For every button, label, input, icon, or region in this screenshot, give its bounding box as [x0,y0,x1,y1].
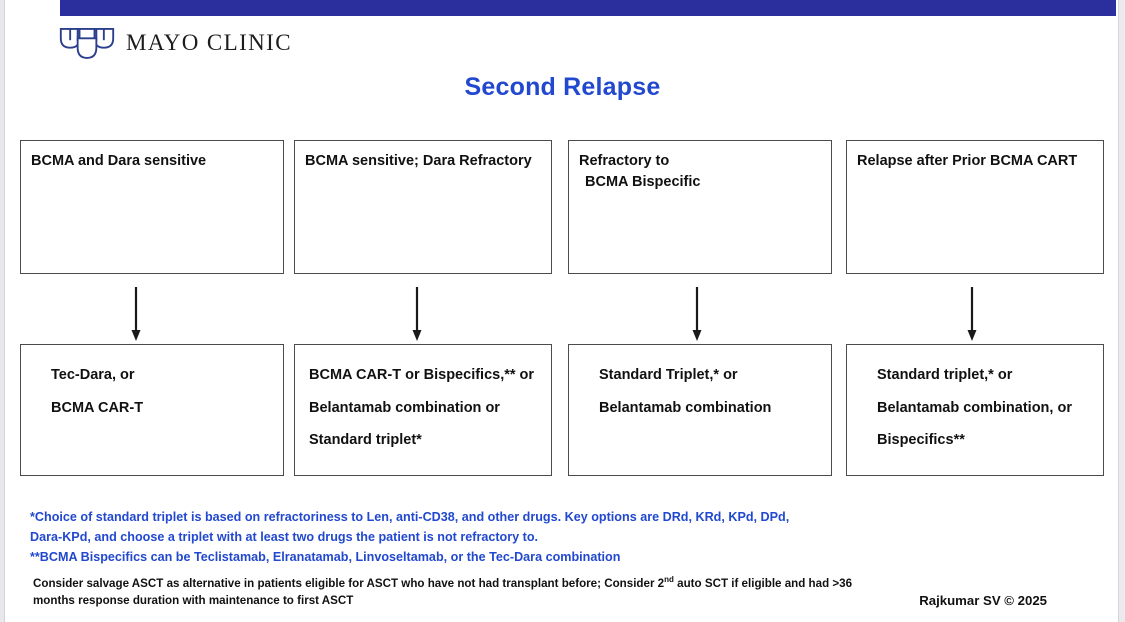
footnote-line: *Choice of standard triplet is based on … [30,510,790,524]
bottom-note-part2: auto SCT if eligible and had >36 months … [33,576,853,607]
box-line: BCMA CAR-T [51,399,144,416]
page-title: Second Relapse [464,73,661,101]
box-line: Bispecifics** [877,432,965,449]
header-band [60,0,1116,16]
box-line: Belantamab combination, or [877,399,1072,416]
treatment-box-standard-triplet-or-belantamab: Standard Triplet,* or Belantamab combina… [568,344,832,476]
box-line: Tec-Dara, or [51,367,135,383]
box-line: Belantamab combination or [309,399,500,416]
arrow-column-1 [131,287,141,341]
bottom-note-part1: Consider salvage ASCT as alternative in … [33,576,665,590]
box-line: Belantamab combination [599,399,772,416]
category-box-bcma-sensitive-dara-refractory: BCMA sensitive; Dara Refractory [294,140,552,274]
category-box-relapse-after-prior-bcma-cart: Relapse after Prior BCMA CART [846,140,1104,274]
footnote-line: Dara-KPd, and choose a triplet with at l… [30,529,539,544]
box-line: Relapse after Prior BCMA CART [857,153,1078,169]
mayo-shield-icon [59,28,115,59]
box-line: Refractory to [579,153,670,169]
page-edge-left [0,0,5,622]
arrow-column-2 [412,287,422,341]
category-box-refractory-to-bcma-bispecific: Refractory to BCMA Bispecific [568,140,832,274]
arrow-column-3 [692,287,702,341]
mayo-clinic-logo: MAYO CLINIC [58,24,292,62]
treatment-box-bcma-cart-or-bispecifics: BCMA CAR-T or Bispecifics,** or Belantam… [294,344,552,476]
arrow-column-4 [967,287,977,341]
box-line: Standard triplet* [309,432,422,449]
treatment-box-tec-dara-or-bcma-cart: Tec-Dara, or BCMA CAR-T [20,344,284,476]
box-line: BCMA and Dara sensitive [31,153,207,169]
category-box-bcma-dara-sensitive: BCMA and Dara sensitive [20,140,284,274]
mayo-clinic-wordmark: MAYO CLINIC [126,30,292,55]
treatment-box-standard-triplet-belantamab-bispecifics: Standard triplet,* or Belantamab combina… [846,344,1104,476]
page-edge-right [1118,0,1125,622]
box-line: BCMA CAR-T or Bispecifics,** or [309,367,535,383]
bottom-note-superscript: nd [664,575,674,584]
copyright-credit: Rajkumar SV © 2025 [919,593,1047,608]
box-line: BCMA sensitive; Dara Refractory [305,153,532,169]
box-line: Standard triplet,* or [877,367,1013,383]
footnotes: *Choice of standard triplet is based on … [30,508,1100,568]
bottom-note: Consider salvage ASCT as alternative in … [33,574,873,609]
box-line: Standard Triplet,* or [599,367,738,383]
box-line: BCMA Bispecific [585,174,701,191]
footnote-line: **BCMA Bispecifics can be Teclistamab, E… [30,549,621,564]
